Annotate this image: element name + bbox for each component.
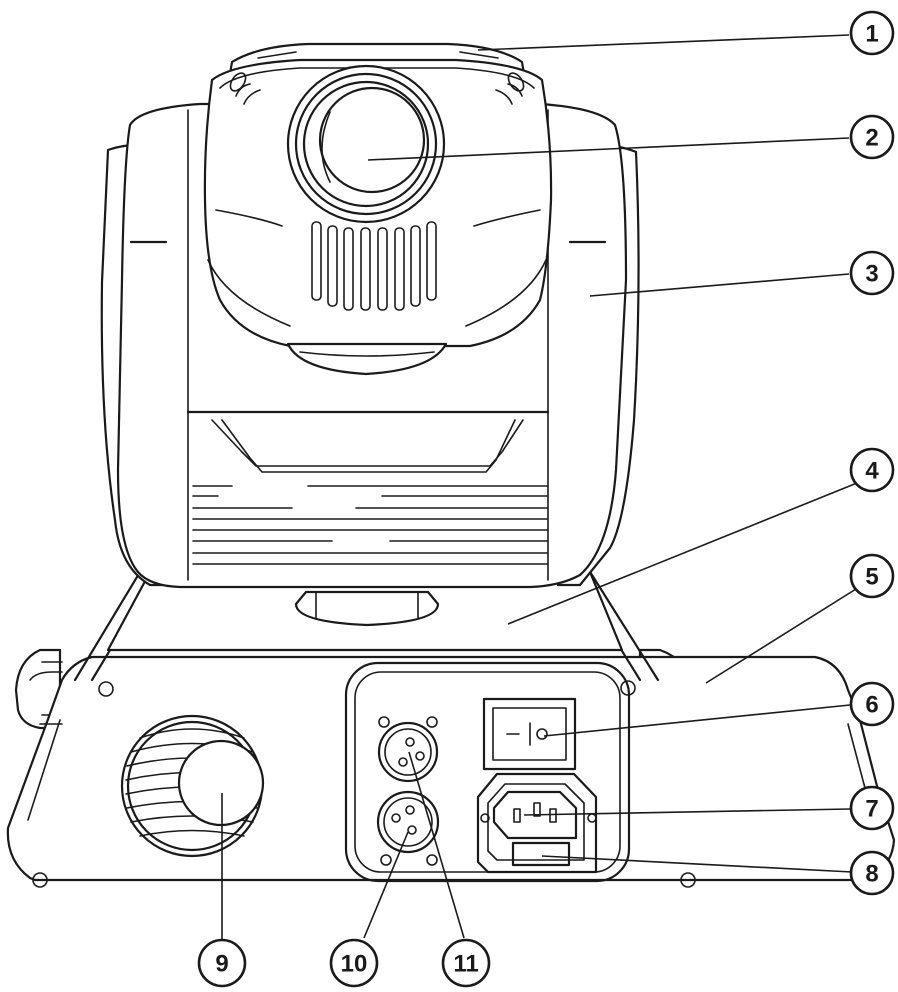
callout-11: 11 xyxy=(441,938,491,988)
callout-3: 3 xyxy=(849,250,895,296)
svg-text:2: 2 xyxy=(865,125,878,152)
base xyxy=(6,648,896,888)
callout-5: 5 xyxy=(849,553,895,599)
moving-head xyxy=(203,42,553,376)
connector-panel xyxy=(344,661,631,883)
base-body xyxy=(6,655,896,882)
head-vents xyxy=(311,221,437,311)
callout-8: 8 xyxy=(849,850,895,896)
svg-text:1: 1 xyxy=(865,21,878,48)
svg-text:6: 6 xyxy=(865,692,878,719)
yoke-turret xyxy=(294,590,440,627)
dmx-out-connector xyxy=(376,790,440,866)
svg-text:3: 3 xyxy=(865,261,878,288)
left-handle xyxy=(14,648,62,730)
dmx-in-connector xyxy=(377,716,439,783)
front-lens xyxy=(286,64,446,224)
svg-text:5: 5 xyxy=(865,564,878,591)
power-inlet xyxy=(476,772,598,874)
callout-6: 6 xyxy=(849,681,895,727)
callout-9: 9 xyxy=(197,938,247,988)
callout-2: 2 xyxy=(849,114,895,160)
callout-10: 10 xyxy=(329,938,379,988)
screw xyxy=(98,681,114,697)
callouts: 1 2 3 4 5 6 7 8 9 10 11 xyxy=(197,10,895,988)
svg-text:8: 8 xyxy=(865,861,878,888)
fan-hub xyxy=(177,739,265,827)
screw xyxy=(32,872,48,888)
screw xyxy=(680,872,696,888)
callout-4: 4 xyxy=(849,447,895,493)
callout-7: 7 xyxy=(849,785,895,831)
fuse-holder xyxy=(511,841,571,867)
fan-grille xyxy=(120,714,265,858)
svg-text:9: 9 xyxy=(215,951,228,978)
svg-text:11: 11 xyxy=(453,951,478,978)
svg-text:7: 7 xyxy=(865,796,878,823)
head-bottom xyxy=(286,342,448,376)
svg-text:4: 4 xyxy=(865,458,879,485)
callout-1: 1 xyxy=(849,10,895,56)
svg-text:10: 10 xyxy=(341,951,368,978)
